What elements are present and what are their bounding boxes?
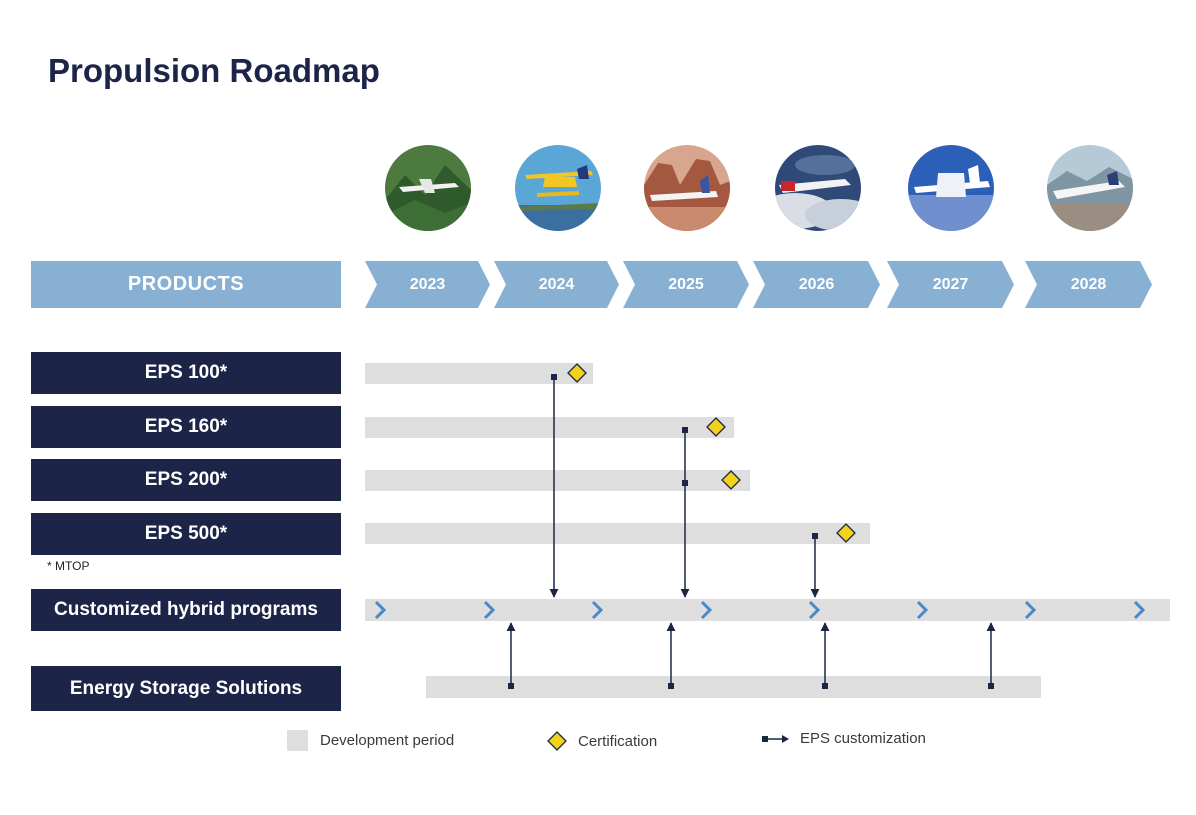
eps-100-development-bar <box>365 363 593 384</box>
eps-500-development-bar <box>365 523 870 544</box>
development-swatch-icon <box>287 730 308 751</box>
eps-160-development-bar <box>365 417 734 438</box>
year-2026-chevron: 2026 <box>753 261 880 308</box>
legend-certification: Certification <box>546 730 657 752</box>
eps-500-customization-arrow <box>810 533 820 598</box>
legend-development: Development period <box>287 730 454 751</box>
eps-200-label: EPS 200* <box>31 459 341 501</box>
year-2028-chevron: 2028 <box>1025 261 1152 308</box>
eps-500-label: EPS 500* <box>31 513 341 555</box>
year-2025-chevron: 2025 <box>623 261 749 308</box>
mtop-footnote: * MTOP <box>47 559 90 573</box>
storage-customization-arrow <box>986 622 996 689</box>
hybrid-programs-bar <box>365 599 1170 621</box>
storage-customization-arrow <box>820 622 830 689</box>
hybrid-chevron <box>808 600 821 620</box>
hybrid-chevron <box>916 600 929 620</box>
legend-customization: EPS customization <box>762 730 926 747</box>
eps-500-certification-diamond <box>836 523 856 543</box>
storage-customization-arrow <box>666 622 676 689</box>
eps-200-certification-diamond <box>721 470 741 490</box>
eps-100-customization-arrow <box>549 374 559 598</box>
eps-160-certification-diamond <box>706 417 726 437</box>
legend-certification-label: Certification <box>578 732 658 750</box>
seaplane-photo <box>515 145 601 231</box>
hybrid-programs-label: Customized hybrid programs <box>31 589 341 631</box>
storage-customization-arrow <box>506 622 516 689</box>
hybrid-chevron <box>1133 600 1146 620</box>
customization-arrow-icon <box>762 734 789 743</box>
eps-200-customization-point <box>682 480 688 486</box>
page-title: Propulsion Roadmap <box>48 52 380 89</box>
eps-200-development-bar <box>365 470 750 491</box>
legend-development-label: Development period <box>320 732 455 749</box>
eps-160-label: EPS 160* <box>31 406 341 448</box>
year-2024-chevron: 2024 <box>494 261 619 308</box>
year-label: 2027 <box>932 275 969 293</box>
eps-100-label: EPS 100* <box>31 352 341 394</box>
hybrid-chevron <box>700 600 713 620</box>
hybrid-chevron <box>483 600 496 620</box>
eps-100-certification-diamond <box>567 363 587 383</box>
certification-diamond-icon <box>547 731 567 751</box>
hybrid-chevron <box>374 600 387 620</box>
year-label: 2025 <box>668 275 704 293</box>
hybrid-chevron <box>1024 600 1037 620</box>
year-label: 2026 <box>798 275 835 293</box>
energy-storage-label: Energy Storage Solutions <box>31 666 341 711</box>
business-jet-city-photo <box>1047 145 1133 231</box>
eps-160-customization-arrow <box>680 427 690 598</box>
year-label: 2023 <box>409 275 446 293</box>
year-2027-chevron: 2027 <box>887 261 1014 308</box>
products-header: PRODUCTS <box>31 261 341 308</box>
aircraft-forest-photo <box>385 145 471 231</box>
year-label: 2028 <box>1070 275 1107 293</box>
year-label: 2024 <box>538 275 575 293</box>
energy-storage-bar <box>426 676 1041 698</box>
legend-customization-label: EPS customization <box>800 730 926 747</box>
year-2023-chevron: 2023 <box>365 261 490 308</box>
hybrid-chevron <box>591 600 604 620</box>
